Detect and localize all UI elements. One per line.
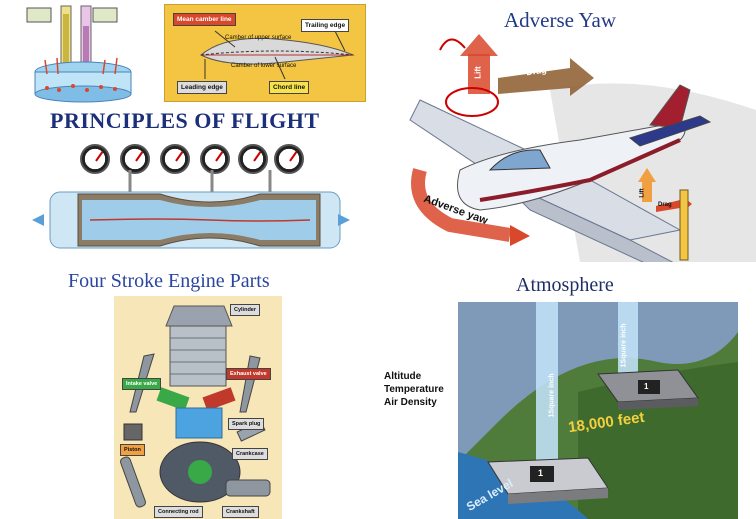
pressure-gauge — [120, 144, 150, 174]
intake-valve-label: Intake valve — [122, 378, 162, 390]
column-label: 1Square inch — [620, 323, 628, 368]
trailing-edge-label: Trailing edge — [301, 19, 350, 32]
scale-readout: 1 — [644, 382, 649, 391]
aircraft-illustration — [409, 34, 756, 262]
pressure-gauge — [80, 144, 110, 174]
scale-readout: 1 — [538, 468, 544, 478]
lift-label: Lift — [473, 66, 483, 79]
air-density-text: Air Density — [384, 397, 437, 408]
exhaust-valve-label: Exhaust valve — [226, 368, 271, 380]
atmosphere-illustration: 1Square inch 1Square inch 1 1 18,000 fee… — [458, 302, 738, 519]
small-drag-label: Drag — [658, 202, 672, 208]
cylinder-label: Cylinder — [230, 304, 261, 316]
adverse-yaw-title: Adverse Yaw — [504, 8, 616, 32]
piston-label: Piston — [120, 444, 145, 456]
leading-edge-label: Leading edge — [177, 81, 227, 94]
principles-of-flight-panel: Mean camber line Trailing edge Camber of… — [0, 0, 378, 262]
venturi-tube — [32, 170, 350, 249]
crankshaft-label: Crankshaft — [222, 506, 259, 518]
pressure-gauge — [200, 144, 230, 174]
altitude-text: Altitude — [384, 371, 422, 382]
upper-camber-label: Camber of upper surface — [225, 35, 292, 41]
lower-camber-label: Camber of lower surface — [231, 63, 297, 69]
atmosphere-panel: Atmosphere Altitude Temperature Air Dens… — [380, 264, 756, 519]
temperature-text: Temperature — [384, 384, 444, 395]
engine-diagram: Cylinder Intake valve Exhaust valve Spar… — [114, 296, 282, 519]
pressure-gauge — [160, 144, 190, 174]
connecting-rod-label: Connecting rod — [154, 506, 203, 518]
engine-parts-title: Four Stroke Engine Parts — [68, 270, 270, 292]
principles-of-flight-title: PRINCIPLES OF FLIGHT — [50, 108, 320, 133]
column-label: 1Square inch — [548, 373, 556, 418]
crankcase-label: Crankcase — [232, 448, 268, 460]
chord-line-label: Chord line — [269, 81, 310, 94]
barometer-diagram — [26, 5, 132, 103]
atmosphere-title: Atmosphere — [516, 274, 614, 296]
small-lift-label: Lift — [639, 188, 646, 198]
pressure-gauge — [238, 144, 268, 174]
pressure-gauge — [274, 144, 304, 174]
engine-parts-panel: Four Stroke Engine Parts — [0, 264, 378, 519]
spark-plug-label: Spark plug — [228, 418, 265, 430]
atmosphere-text-block: Altitude Temperature Air Density — [384, 264, 454, 464]
adverse-yaw-panel: Adverse Yaw Lift Drag Adverse yaw — [380, 0, 756, 262]
mean-camber-label: Mean camber line — [173, 13, 236, 26]
airfoil-diagram: Mean camber line Trailing edge Camber of… — [164, 4, 366, 102]
